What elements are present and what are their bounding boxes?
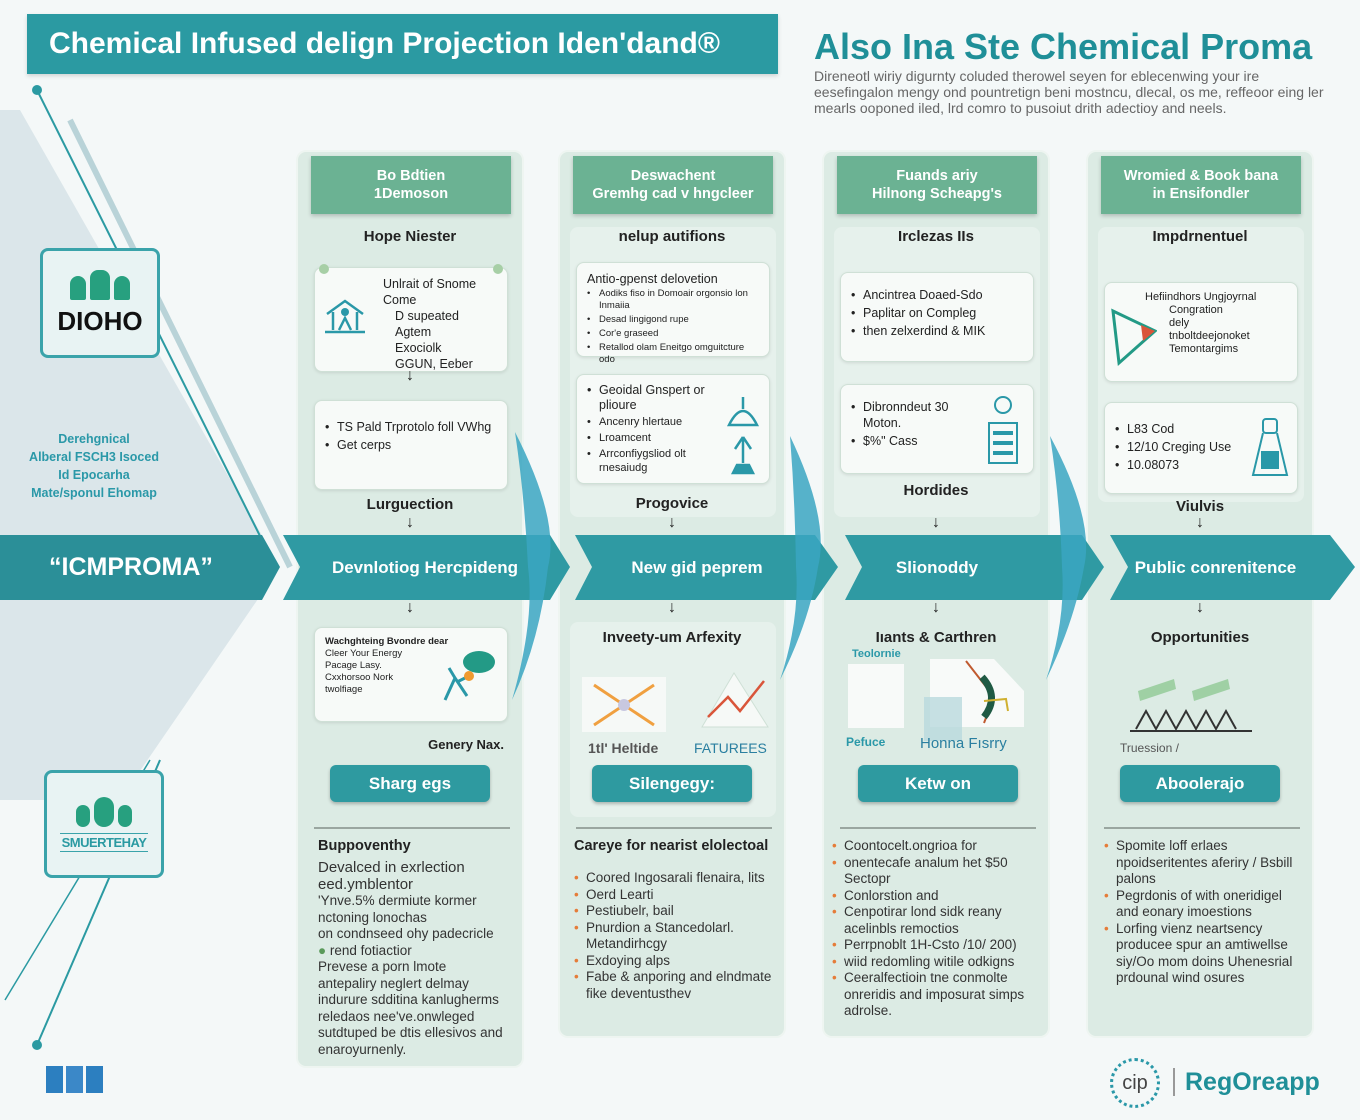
- growth-chart-icon: [701, 672, 769, 728]
- info-card: TS Pald Trprotolo foll VWhgGet cerps: [314, 400, 508, 490]
- left-description: Derehgnical Alberal FSCH3 Isoced Id Epoc…: [18, 430, 170, 502]
- card-title: Antio-gpenst delovetion: [587, 272, 718, 286]
- cip-seal: cip: [1110, 1058, 1160, 1108]
- lower-label: Viulvis: [1175, 498, 1225, 515]
- band-label-1: Devnlotiog Hercpideng: [331, 557, 519, 577]
- left-line: Id Epocarha: [58, 468, 130, 482]
- divider: [1104, 827, 1300, 829]
- down-arrow-icon: ↓: [406, 599, 414, 616]
- notes: Coontocelt.ongrioa foronentecafe analum …: [832, 838, 1044, 1020]
- blank-panel: [848, 664, 904, 728]
- lower-label: Lurguection: [366, 496, 454, 513]
- footer-separator: [1173, 1068, 1175, 1096]
- card-title: Hefiindhors Ungjoyrnal: [1145, 291, 1257, 303]
- lab-flask-icon: [726, 397, 760, 475]
- person-speech-icon: [443, 651, 495, 701]
- notes: Coored Ingosarali flenaira, litsOerd Lea…: [574, 870, 774, 1002]
- divider: [840, 827, 1036, 829]
- notes: Spomite loff erlaes npoidseritentes afer…: [1104, 838, 1304, 987]
- down-arrow-icon: ↓: [668, 514, 676, 531]
- page-description: Direneotl wiriy digurnty coluded therowe…: [814, 68, 1324, 116]
- info-card: Dibronndeut 30 Moton.$%" Cass: [840, 384, 1034, 474]
- left-line: Alberal FSCH3 Isoced: [29, 450, 159, 464]
- page-title: Also Ina Ste Chemical Proma: [814, 26, 1313, 67]
- figure-label: Pefuce: [846, 735, 886, 749]
- bottle-icon: [1251, 418, 1289, 476]
- info-card: Antio-gpenst delovetion Aodiks fiso in D…: [576, 262, 770, 365]
- people-icon: [70, 269, 130, 300]
- strategy-button[interactable]: Silengegy:: [592, 765, 752, 802]
- figure-label: Honna Fısrry: [920, 735, 1007, 752]
- down-arrow-icon: ↓: [668, 599, 676, 616]
- down-arrow-icon: ↓: [406, 514, 414, 531]
- section-title: Impdrnentuel: [1152, 228, 1248, 245]
- wave-machinery-icon: [1130, 679, 1252, 732]
- figure-label: Truession /: [1120, 741, 1179, 755]
- footer-brand: RegOreapp: [1185, 1068, 1320, 1096]
- dioho-logo: DIOHO: [40, 248, 160, 358]
- section2-title: Opportunities: [1150, 629, 1250, 646]
- caption: Genery Nax.: [428, 737, 504, 752]
- divider: [314, 827, 510, 829]
- notes: Devalced in exrlection eed.ymblentor'Ynv…: [318, 859, 503, 1057]
- section2-title: Iıants & Carthren: [875, 629, 997, 646]
- divider: [576, 827, 772, 829]
- down-arrow-icon: ↓: [932, 599, 940, 616]
- card-title: Unlrait of Snome Come: [383, 277, 477, 307]
- logo2-text: SMUERTEHAY: [59, 832, 149, 852]
- lower-label: Progovice: [635, 495, 709, 512]
- band-label-3: Slionoddy: [895, 557, 979, 577]
- network-button[interactable]: Ketw on: [858, 765, 1018, 802]
- equipment-icon: [924, 659, 1024, 741]
- accelerate-button[interactable]: Aboolerajo: [1120, 765, 1280, 802]
- section-title: Irclezas IIs: [898, 228, 974, 245]
- section2-title: Inveety-um Arfexity: [602, 629, 742, 646]
- down-arrow-icon: ↓: [1196, 514, 1204, 531]
- house-person-icon: [325, 299, 365, 334]
- certification-badges: [46, 1066, 103, 1093]
- left-line: Derehgnical: [58, 432, 130, 446]
- lower-label: Hordides: [903, 482, 969, 499]
- left-line: Mate/sponul Ehomap: [31, 486, 157, 500]
- figure-label: Teolornie: [852, 648, 901, 660]
- secondary-logo: SMUERTEHAY: [44, 770, 164, 878]
- down-arrow-icon: ↓: [406, 367, 414, 384]
- info-card: L83 Cod12/10 Creging Use10.08073: [1104, 402, 1298, 494]
- section-title: Hope Niester: [363, 228, 457, 245]
- band-label-2: New gid peprem: [631, 557, 763, 577]
- triangle-diagram-icon: [1111, 308, 1157, 367]
- green-dot-icon: ●: [318, 942, 330, 958]
- notes-title: Careye for nearist elolectoal: [574, 838, 769, 854]
- section-title: nelup autifions: [618, 228, 726, 245]
- title-banner: Chemical Infused delign Projection Iden'…: [27, 14, 778, 74]
- down-arrow-icon: ↓: [932, 514, 940, 531]
- band-label-start: “ICMPROMA”: [49, 553, 213, 581]
- down-arrow-icon: ↓: [1196, 599, 1204, 616]
- info-card: Ancintrea Doaed-SdoPaplitar on Complegth…: [840, 272, 1034, 362]
- people-icon: [76, 796, 132, 827]
- cross-molecule-icon: [582, 677, 666, 732]
- figure-label: FATUREES: [694, 740, 767, 756]
- figure-label: 1tl' Heltide: [588, 740, 659, 756]
- robot-icon: [988, 396, 1018, 464]
- share-button[interactable]: Sharg egs: [330, 765, 490, 802]
- band-label-4: Public conrenitence: [1134, 557, 1297, 577]
- info-card: Wachghteing Bvondre dear Cleer Your Ener…: [314, 627, 508, 722]
- logo-text: DIOHO: [57, 305, 143, 336]
- info-card: Geoidal Gnspert or plioureAncenry hlerta…: [576, 374, 770, 484]
- notes-title: Buppoventhy: [318, 838, 411, 854]
